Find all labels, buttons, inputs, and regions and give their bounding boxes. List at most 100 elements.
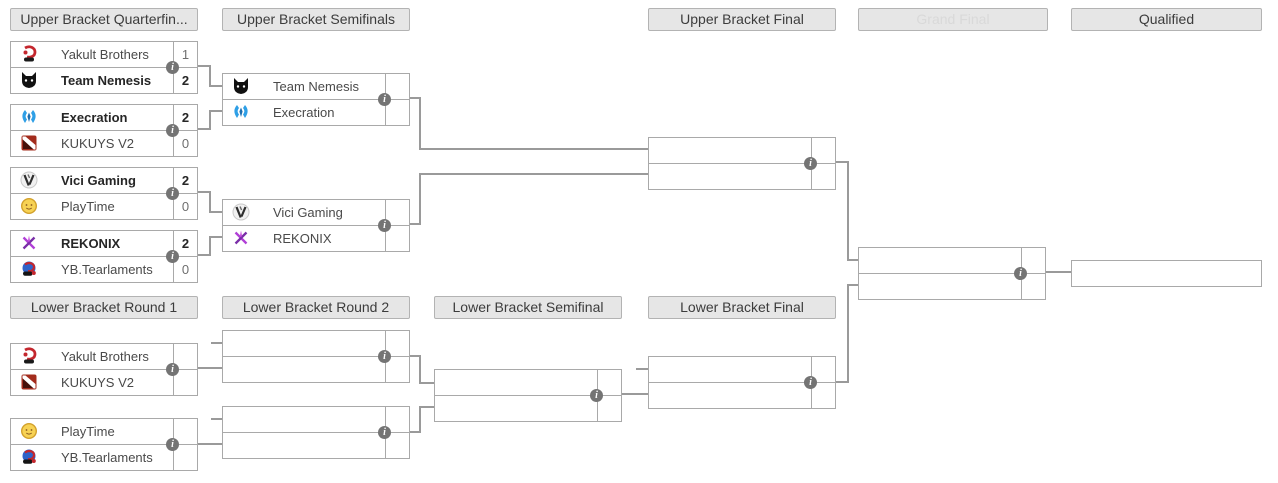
header-lower-bracket-round-1: Lower Bracket Round 1 [10, 296, 198, 319]
connector-line [847, 284, 858, 286]
team-score [173, 344, 197, 369]
team-row-tbd [223, 357, 409, 382]
team-score [385, 74, 409, 99]
match-info-icon[interactable]: i [378, 426, 391, 439]
team-name: YB.Tearlaments [61, 262, 153, 277]
team-score [173, 370, 197, 395]
team-name: PlayTime [61, 199, 115, 214]
team-score [173, 445, 197, 470]
team-row-tbd [223, 331, 409, 357]
connector-line [209, 110, 211, 130]
rekonix-logo-icon [20, 234, 38, 252]
team-row-tbd [649, 138, 835, 164]
team-score: 2 [173, 105, 197, 130]
connector-line [209, 191, 211, 213]
match-info-icon[interactable]: i [590, 389, 603, 402]
team-row-vici-gaming[interactable]: Vici Gaming [223, 200, 409, 226]
connector-line [419, 97, 421, 150]
team-row-yakult-brothers[interactable]: Yakult Brothers 1 [11, 42, 197, 68]
header-lower-bracket-round-2: Lower Bracket Round 2 [222, 296, 410, 319]
team-row-kukuys-v2[interactable]: KUKUYS V2 0 [11, 131, 197, 156]
team-row-yb-tearlaments[interactable]: YB.Tearlaments 0 [11, 257, 197, 282]
match-ub-final: i [648, 137, 836, 190]
team-row-rekonix[interactable]: REKONIX [223, 226, 409, 251]
team-score [1021, 248, 1045, 273]
team-score [385, 200, 409, 225]
team-name: KUKUYS V2 [61, 136, 134, 151]
team-name: KUKUYS V2 [61, 375, 134, 390]
team-row-vici-gaming[interactable]: Vici Gaming 2 [11, 168, 197, 194]
match-info-icon[interactable]: i [1014, 267, 1027, 280]
match-info-icon[interactable]: i [166, 250, 179, 263]
team-name: YB.Tearlaments [61, 450, 153, 465]
match-ub-sf2: Vici Gaming REKONIX i [222, 199, 410, 252]
team-row-playtime[interactable]: PlayTime 0 [11, 194, 197, 219]
team-row-yakult-brothers[interactable]: Yakult Brothers [11, 344, 197, 370]
connector-stub [636, 368, 648, 370]
team-row-tbd [649, 357, 835, 383]
connector-line [419, 173, 648, 175]
connector-line [198, 128, 210, 130]
team-score [385, 100, 409, 125]
connector-line [419, 148, 648, 150]
match-lb-r1m1: Yakult Brothers KUKUYS V2 i [10, 343, 198, 396]
team-name: Execration [61, 110, 128, 125]
connector-line [209, 211, 222, 213]
match-lb-r2m1: i [222, 330, 410, 383]
connector-line [198, 65, 210, 67]
team-name: Team Nemesis [61, 73, 152, 88]
match-info-icon[interactable]: i [166, 124, 179, 137]
team-row-execration[interactable]: Execration 2 [11, 105, 197, 131]
match-info-icon[interactable]: i [378, 219, 391, 232]
playtime-logo-icon [20, 197, 38, 215]
team-score: 2 [173, 231, 197, 256]
team-row-team-nemesis[interactable]: Team Nemesis 2 [11, 68, 197, 93]
match-info-icon[interactable]: i [166, 363, 179, 376]
team-row-tbd [223, 407, 409, 433]
team-score [597, 370, 621, 395]
header-qualified: Qualified [1071, 8, 1262, 31]
team-row-rekonix[interactable]: REKONIX 2 [11, 231, 197, 257]
connector-line [622, 393, 648, 395]
match-info-icon[interactable]: i [804, 157, 817, 170]
execration-logo-icon [20, 108, 38, 126]
match-info-icon[interactable]: i [166, 187, 179, 200]
connector-line [209, 236, 211, 256]
team-score [385, 226, 409, 251]
header-lower-bracket-semifinal: Lower Bracket Semifinal [434, 296, 622, 319]
team-score [811, 164, 835, 189]
team-row-playtime[interactable]: PlayTime [11, 419, 197, 445]
team-row-team-nemesis[interactable]: Team Nemesis [223, 74, 409, 100]
team-score [811, 383, 835, 408]
team-row-execration[interactable]: Execration [223, 100, 409, 125]
connector-line [847, 259, 858, 261]
match-info-icon[interactable]: i [166, 61, 179, 74]
team-score: 2 [173, 168, 197, 193]
connector-line [419, 382, 434, 384]
team-name: PlayTime [61, 424, 115, 439]
team-name: Yakult Brothers [61, 349, 149, 364]
connector-line [836, 161, 849, 163]
match-info-icon[interactable]: i [378, 93, 391, 106]
team-score [385, 331, 409, 356]
team-row-tbd [435, 396, 621, 421]
connector-line [410, 431, 421, 433]
match-info-icon[interactable]: i [166, 438, 179, 451]
match-info-icon[interactable]: i [378, 350, 391, 363]
team-row-yb-tearlaments[interactable]: YB.Tearlaments [11, 445, 197, 470]
match-ub-qf3: Vici Gaming 2 PlayTime 0 i [10, 167, 198, 220]
team-row-tbd [435, 370, 621, 396]
team-row-tbd [1072, 261, 1261, 286]
yakult-brothers-logo-icon [20, 45, 38, 63]
execration-logo-icon [232, 103, 250, 121]
connector-line [410, 355, 421, 357]
match-info-icon[interactable]: i [804, 376, 817, 389]
yakult-brothers-logo-icon [20, 347, 38, 365]
connector-line [419, 173, 421, 225]
header-upper-bracket-quarterfinals: Upper Bracket Quarterfin... [10, 8, 198, 31]
match-ub-qf2: Execration 2 KUKUYS V2 0 i [10, 104, 198, 157]
team-row-kukuys-v2[interactable]: KUKUYS V2 [11, 370, 197, 395]
team-score: 0 [173, 194, 197, 219]
playtime-logo-icon [20, 422, 38, 440]
rekonix-logo-icon [232, 229, 250, 247]
